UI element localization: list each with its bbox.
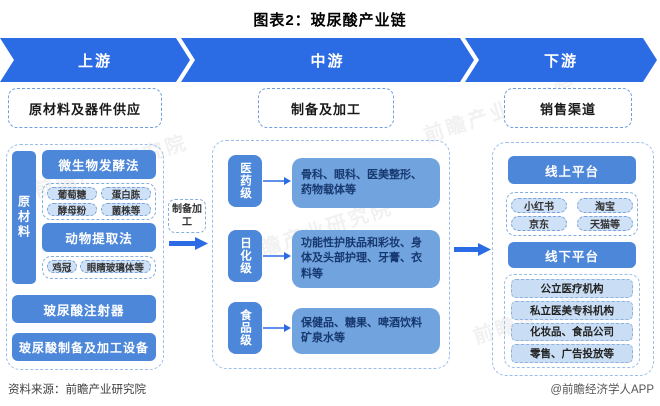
platform-chip: 天猫等: [577, 215, 633, 231]
arrow-right-icon: [169, 237, 208, 250]
grade-pharma-box: 医药级: [228, 155, 262, 207]
extraction-items-zone: 鸡冠 眼睛玻璃体等: [42, 256, 156, 279]
midstream-zone: [212, 140, 450, 369]
banner-midstream-label: 中游: [310, 52, 345, 70]
source-note: 资料来源：前瞻产业研究院: [8, 384, 146, 396]
fermentation-item: 菌株等: [101, 203, 151, 217]
fermentation-item: 葡萄糖: [47, 187, 97, 201]
grade-food-box: 食品级: [228, 302, 262, 354]
downstream-header: 销售渠道: [504, 88, 632, 128]
syringe-box: 玻尿酸注射器: [12, 295, 156, 323]
raw-materials-side-label: 原材料: [12, 151, 36, 284]
prep-processing-label: 制备加工: [168, 199, 206, 233]
offline-channel: 公立医疗机构: [511, 279, 633, 298]
grade-daily-box: 日化级: [228, 230, 262, 282]
offline-channel: 化妆品、食品公司: [511, 322, 633, 342]
platform-chip: 淘宝: [577, 197, 633, 213]
chart-title: 图表2：玻尿酸产业链: [253, 12, 407, 29]
pharma-applications-box: 骨科、眼科、医美整形、药物载体等: [292, 158, 440, 208]
midstream-header: 制备及加工: [258, 88, 394, 128]
banner-downstream-label: 下游: [543, 52, 578, 70]
fermentation-item: 蛋白胨: [101, 187, 151, 201]
extraction-item: 眼睛玻璃体等: [79, 260, 151, 274]
fermentation-item: 酵母粉: [47, 203, 97, 217]
fermentation-items-zone: 葡萄糖 蛋白胨 酵母粉 菌株等: [42, 183, 156, 220]
equipment-box: 玻尿酸制备及加工设备: [12, 333, 156, 361]
platform-chip: 京东: [511, 215, 567, 231]
offline-channel: 零售、广告投放等: [511, 344, 633, 363]
arrow-right-icon: [263, 177, 291, 185]
banner-segment-midstream: 中游: [181, 38, 474, 82]
online-platform-box: 线上平台: [508, 156, 636, 184]
downstream-zone: [492, 142, 654, 376]
banner-segment-downstream: 下游: [465, 38, 657, 82]
upstream-header: 原材料及器件供应: [8, 88, 162, 128]
online-platforms-zone: 小红书 淘宝 京东 天猫等: [506, 192, 638, 236]
offline-platform-box: 线下平台: [508, 242, 636, 268]
platform-chip: 小红书: [511, 197, 567, 213]
food-applications-box: 保健品、糖果、啤酒饮料矿泉水等: [292, 308, 440, 354]
credit-note: @前瞻经济学人APP: [550, 384, 654, 396]
upstream-zone: [6, 144, 164, 370]
arrow-right-icon: [454, 243, 491, 256]
banner-upstream-label: 上游: [77, 52, 112, 70]
extraction-item: 鸡冠: [47, 260, 77, 274]
fermentation-method-box: 微生物发酵法: [42, 150, 156, 179]
offline-channels-zone: 公立医疗机构 私立医美专科机构 化妆品、食品公司 零售、广告投放等: [504, 274, 640, 368]
banner-segment-upstream: 上游: [0, 38, 190, 82]
extraction-method-box: 动物提取法: [42, 223, 156, 252]
arrow-right-icon: [263, 252, 291, 260]
offline-channel: 私立医美专科机构: [511, 300, 633, 320]
arrow-right-icon: [263, 324, 291, 332]
daily-applications-box: 功能性护肤品和彩妆、身体及头部护理、牙膏、衣料等: [292, 230, 440, 288]
